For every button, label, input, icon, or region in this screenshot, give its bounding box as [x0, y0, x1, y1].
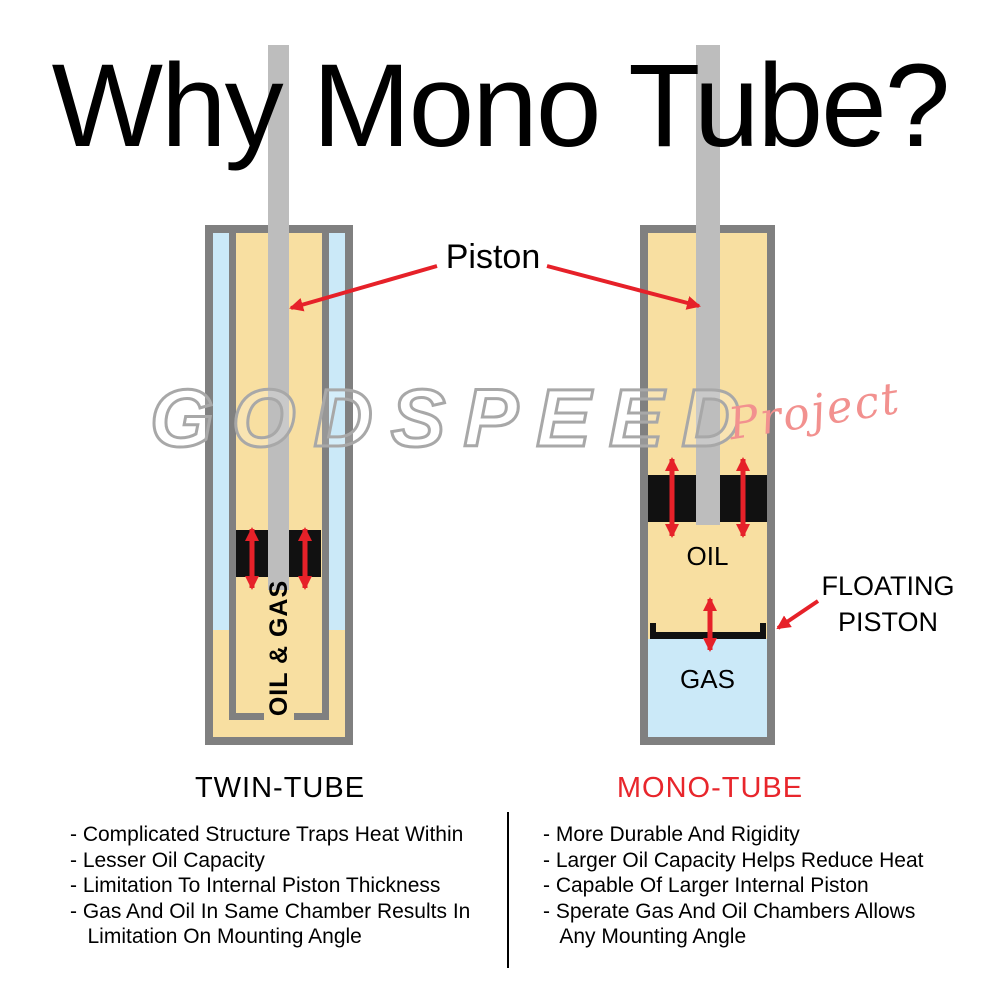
oil-label: OIL — [686, 541, 729, 571]
twin-tube-points: - Complicated Structure Traps Heat Withi… — [70, 822, 470, 950]
twin-tube-heading: TWIN-TUBE — [194, 772, 366, 804]
bullet-line: - More Durable And Rigidity — [543, 823, 800, 846]
floating-piston-label-line1: FLOATING — [821, 571, 955, 601]
twin-piston-rod — [268, 45, 289, 590]
bullet-line: - Larger Oil Capacity Helps Reduce Heat — [543, 848, 924, 872]
page-title: Why Mono Tube? — [51, 40, 951, 172]
bullet-line: - Complicated Structure Traps Heat Withi… — [70, 823, 464, 846]
bullet-line: - Lesser Oil Capacity — [70, 848, 265, 872]
watermark-text: GODSPEED — [149, 372, 759, 466]
floating-piston — [650, 623, 766, 639]
mono-piston-left-half — [648, 475, 696, 522]
mono-tube-gas-chamber — [648, 639, 767, 737]
gas-label: GAS — [680, 664, 735, 694]
bullet-line: - Limitation To Internal Piston Thicknes… — [70, 874, 441, 897]
mono-tube-heading: MONO-TUBE — [616, 772, 804, 804]
bullet-line: Limitation On Mounting Angle — [70, 925, 362, 948]
oil-and-gas-label: OIL & GAS — [265, 579, 293, 717]
bullet-line: - Sperate Gas And Oil Chambers Allows — [543, 899, 916, 923]
column-divider — [507, 812, 509, 968]
mono-tube-points: - More Durable And Rigidity- Larger Oil … — [543, 822, 924, 950]
bullet-line: - Gas And Oil In Same Chamber Results In — [70, 899, 471, 923]
bullet-line: Any Mounting Angle — [543, 925, 747, 948]
bullet-line: - Capable Of Larger Internal Piston — [543, 874, 869, 897]
piston-label: Piston — [445, 238, 541, 276]
floating-piston-label: FLOATING PISTON — [806, 568, 970, 640]
mono-piston-rod — [696, 45, 720, 525]
twin-tube-base-valve-gap — [264, 713, 294, 720]
floating-piston-label-line2: PISTON — [837, 607, 939, 637]
mono-piston-right-half — [720, 475, 767, 522]
